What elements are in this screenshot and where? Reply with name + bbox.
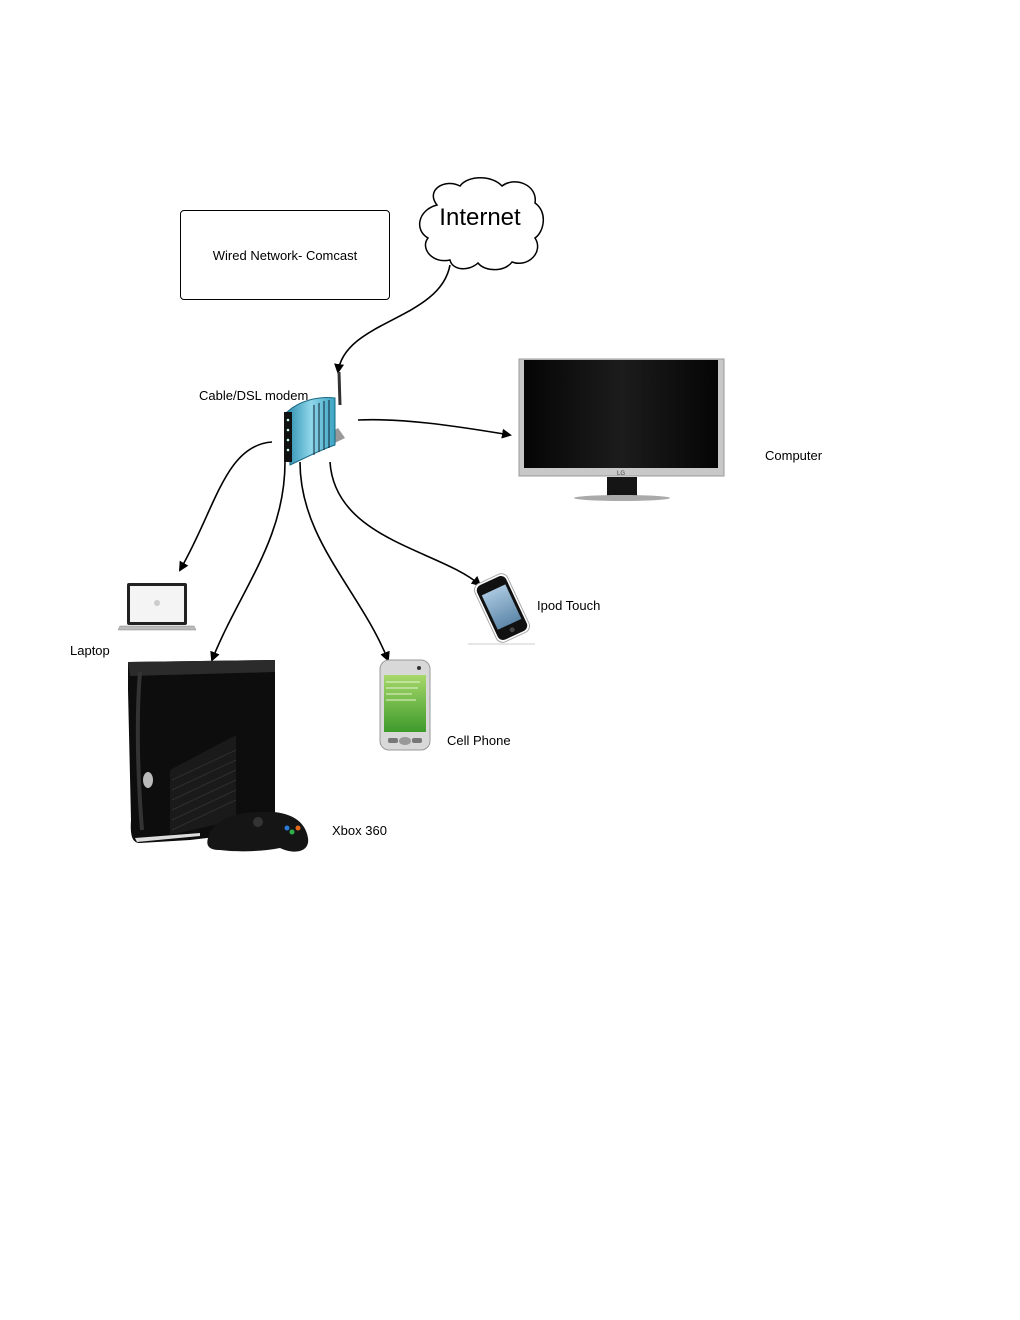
game-console-icon [128, 660, 309, 852]
xbox-label: Xbox 360 [332, 823, 387, 838]
edge-modem-to-ipod [329, 461, 482, 587]
edge-modem-to-computer [357, 418, 512, 439]
edge-internet-to-modem [334, 264, 451, 374]
svg-text:LG: LG [617, 471, 625, 477]
edge-modem-to-xbox [210, 461, 286, 662]
edge-modem-to-cellphone [299, 461, 390, 662]
wired-network-label: Wired Network- Comcast [212, 247, 358, 263]
ipod-touch-icon [473, 573, 531, 643]
internet-cloud-icon [418, 177, 544, 271]
cell-phone-label: Cell Phone [447, 733, 511, 748]
wired-network-box: Wired Network- Comcast [180, 210, 390, 300]
internet-label: Internet [439, 204, 521, 231]
pda-phone-icon [379, 659, 431, 751]
laptop-label: Laptop [70, 643, 110, 658]
laptop-icon [117, 583, 197, 631]
modem-router-icon [284, 371, 345, 466]
modem-label: Cable/DSL modem [199, 388, 309, 403]
ipod-touch-label: Ipod Touch [537, 598, 601, 613]
edge-modem-to-laptop [178, 441, 273, 572]
computer-label: Computer [765, 448, 823, 463]
monitor-icon: LG [518, 358, 725, 501]
